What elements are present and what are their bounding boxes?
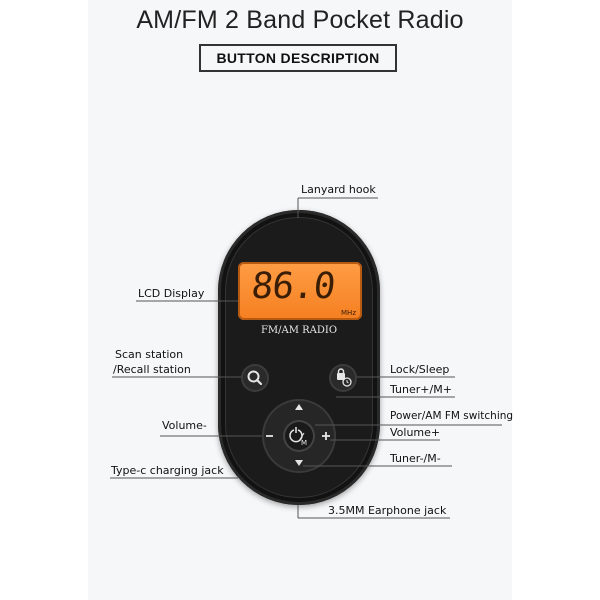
power-button[interactable]: M [283, 420, 315, 452]
radio-brand-text: FM/AM RADIO [260, 325, 338, 336]
label-lanyard-hook: Lanyard hook [301, 183, 376, 196]
subtitle-box: BUTTON DESCRIPTION [199, 44, 397, 72]
label-power-switching: Power/AM FM switching [390, 410, 514, 422]
label-typec-jack: Type-c charging jack [111, 464, 224, 477]
label-scan-station: Scan station [115, 348, 184, 361]
label-lcd-display: LCD Display [138, 287, 205, 300]
page-title: AM/FM 2 Band Pocket Radio [136, 6, 464, 34]
magnifier-icon [247, 370, 263, 386]
lock-clock-icon [337, 368, 352, 387]
label-tuner-minus: Tuner-/M- [390, 452, 441, 465]
label-lock-sleep: Lock/Sleep [390, 363, 450, 376]
scan-button[interactable] [241, 364, 269, 392]
label-recall-station: /Recall station [113, 363, 191, 376]
lcd-unit: MHz [341, 309, 356, 317]
label-tuner-plus: Tuner+/M+ [390, 383, 452, 396]
label-earphone-jack: 3.5MM Earphone jack [328, 504, 447, 517]
lock-sleep-button[interactable] [329, 364, 357, 392]
lcd-display: 86.0 MHz [238, 262, 362, 320]
power-m-icon: M [289, 427, 307, 447]
label-volume-minus: Volume- [162, 419, 207, 432]
subtitle: BUTTON DESCRIPTION [216, 50, 380, 66]
label-volume-plus: Volume+ [390, 426, 441, 439]
svg-text:M: M [301, 439, 307, 447]
